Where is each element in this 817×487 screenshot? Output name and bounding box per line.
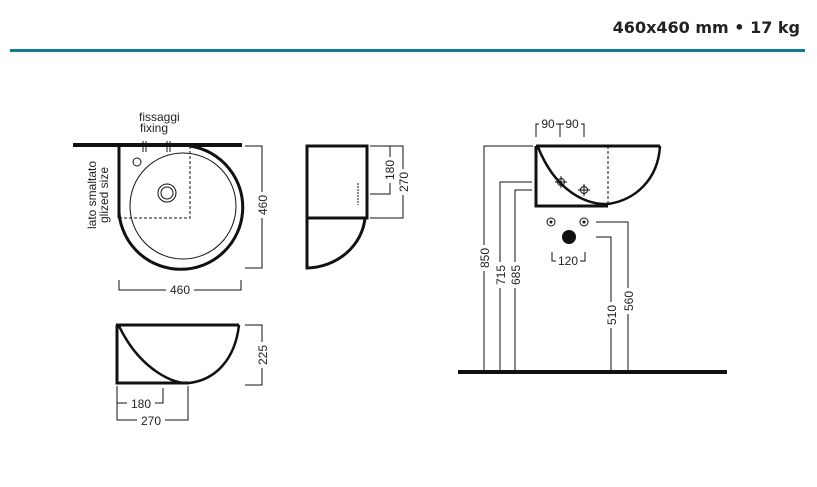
crosshair-icon — [555, 176, 567, 188]
label-bg — [166, 283, 194, 297]
fixing-marks — [142, 141, 171, 152]
drain-inner — [160, 186, 174, 200]
basin-inner — [129, 152, 237, 260]
height-850: 850 — [478, 248, 492, 268]
label-bg — [255, 192, 269, 218]
drain-spacing: 120 — [558, 254, 578, 268]
side-dim-180: 180 — [383, 160, 397, 180]
fix-dim-a: 90 — [541, 117, 555, 131]
section-edge — [115, 325, 189, 385]
section-dim-270: 270 — [141, 414, 161, 428]
label-bg — [478, 245, 490, 271]
label-bg — [539, 117, 556, 129]
elev-curve — [536, 145, 662, 206]
elevation-view: 90 90 120 850 715 685 510 560 — [458, 117, 727, 374]
glazed-label-it: lato smaltato — [85, 161, 99, 229]
height-510: 510 — [605, 305, 619, 325]
dim-line — [483, 145, 629, 372]
basin-outer — [117, 144, 245, 271]
fixing-point-icon — [546, 217, 556, 227]
label-bg — [494, 262, 506, 288]
fixing-label-en: fixing — [140, 121, 168, 135]
side-dim-270: 270 — [397, 172, 411, 192]
label-bg — [564, 117, 581, 129]
side-view: 180 270 — [305, 144, 411, 270]
label-bg — [137, 414, 165, 426]
depth-dimension: 460 — [256, 195, 270, 215]
label-bg — [256, 342, 268, 368]
height-dimension: 225 — [256, 345, 270, 365]
drain-icon — [157, 183, 177, 203]
fix-dim-b: 90 — [565, 117, 579, 131]
section-curve — [117, 324, 241, 385]
glazed-label-en: glized size — [97, 167, 111, 223]
label-bg — [605, 302, 617, 328]
elev-edge — [534, 146, 608, 208]
section-dim-180: 180 — [131, 397, 151, 411]
header-rule — [10, 49, 805, 52]
label-bg — [622, 288, 634, 314]
width-dimension: 460 — [170, 283, 190, 297]
side-upper — [305, 144, 369, 220]
label-bg — [127, 397, 155, 409]
crosshair-icon — [578, 184, 590, 196]
top-view: fissaggi fixing lato smaltato glized siz… — [73, 110, 270, 297]
section-view: 225 180 270 — [115, 323, 270, 428]
height-685: 685 — [509, 265, 523, 285]
side-lower — [305, 217, 367, 270]
label-bg — [397, 169, 409, 195]
fixing-label-it: fissaggi — [139, 110, 180, 124]
label-bg — [556, 255, 580, 267]
drain-outlet-icon — [562, 230, 576, 244]
glazed-area-outline — [119, 146, 191, 219]
product-dimensions-title: 460x460 mm • 17 kg — [612, 18, 800, 37]
label-bg — [509, 262, 521, 288]
label-bg — [384, 157, 396, 183]
fixing-point-icon — [579, 217, 589, 227]
height-560: 560 — [622, 291, 636, 311]
tap-hole — [132, 157, 142, 167]
height-715: 715 — [494, 265, 508, 285]
